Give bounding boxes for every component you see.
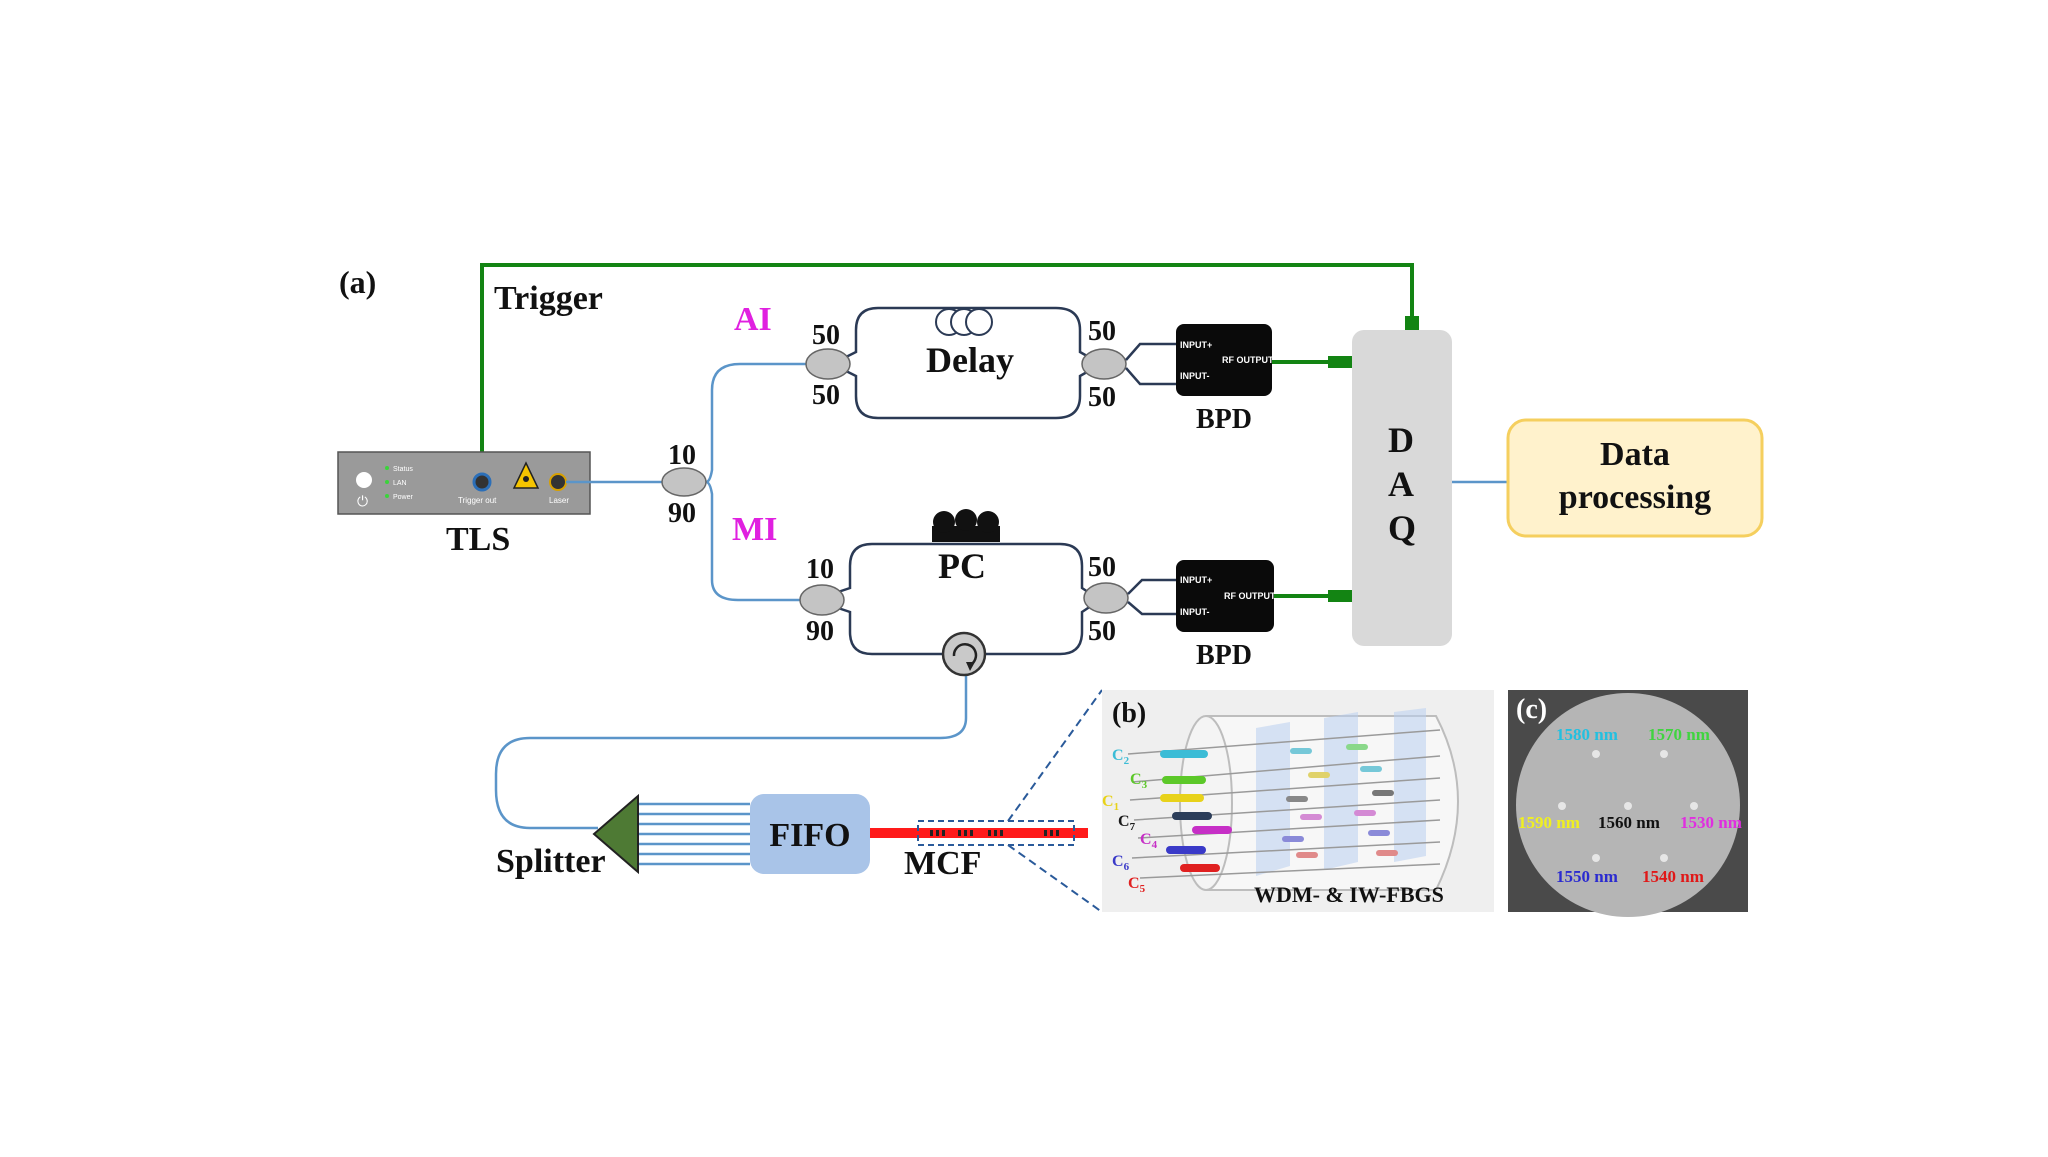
wavelength-1570: 1570 nm [1648, 725, 1710, 744]
mi-in-bottom-ratio: 90 [806, 616, 834, 647]
delay-label: Delay [926, 340, 1014, 380]
wavelength-1580: 1580 nm [1556, 725, 1618, 744]
ai-out-top-ratio: 50 [1088, 316, 1116, 347]
data-processing-line2: processing [1559, 479, 1711, 516]
daq-letter-q: Q [1388, 508, 1416, 548]
ai-in-top-ratio: 50 [812, 320, 840, 351]
mi-in-top-ratio: 10 [806, 554, 834, 585]
tls-trigger-out-text: Trigger out [458, 496, 497, 505]
bpd-bottom-input-plus: INPUT+ [1180, 575, 1212, 585]
grating-plane-1 [1256, 722, 1290, 876]
inset-c: (c) 1580 nm 1570 nm 1590 nm 1560 nm 1530… [1508, 690, 1748, 917]
wavelength-1530: 1530 nm [1680, 813, 1742, 832]
tls-instrument: ⏻ Status LAN Power Trigger out Laser [337, 451, 591, 515]
panel-label-a: (a) [339, 264, 376, 300]
mcf-label: MCF [904, 845, 981, 882]
mcf-fiber [870, 828, 1088, 838]
bpd-bottom: INPUT+ INPUT- RF OUTPUT [1176, 560, 1276, 632]
core-label-c6: C6 [1112, 853, 1130, 873]
core-dots [1558, 750, 1698, 862]
data-processing-line1: Data [1600, 436, 1670, 473]
bpd-bottom-input-minus: INPUT- [1180, 607, 1210, 617]
trigger-label: Trigger [494, 280, 603, 317]
bpd-top: INPUT+ INPUT- RF OUTPUT [1176, 324, 1274, 396]
delay-coil-icon [935, 308, 993, 336]
wavelength-1550: 1550 nm [1556, 867, 1618, 886]
tls-power-text: Power [393, 494, 414, 501]
ai-input-coupler [805, 348, 851, 380]
circulator-icon [941, 631, 987, 677]
splitter-triangle [592, 793, 639, 875]
inset-b-gratings [1160, 744, 1398, 872]
ai-in-bottom-ratio: 50 [812, 380, 840, 411]
daq-letter-d: D [1388, 420, 1414, 460]
inset-b-caption: WDM- & IW-FBGS [1254, 882, 1444, 907]
mi-out-bottom-ratio: 50 [1088, 616, 1116, 647]
mi-out-top-ratio: 50 [1088, 552, 1116, 583]
core-label-c7: C7 [1118, 813, 1136, 833]
grating-plane-3 [1394, 708, 1426, 862]
splitter-label: Splitter [496, 843, 606, 880]
data-processing-box [1506, 418, 1764, 538]
tls-power-indicator [356, 472, 372, 488]
ai-output-coupler [1081, 348, 1127, 380]
bpd-bottom-rf-output: RF OUTPUT [1224, 591, 1276, 601]
main-coupler-bottom-ratio: 90 [668, 498, 696, 529]
bpd-top-rf-output: RF OUTPUT [1222, 355, 1274, 365]
tls-laser-text: Laser [549, 496, 569, 505]
tls-label: TLS [446, 521, 510, 558]
core-label-c5: C5 [1128, 875, 1146, 895]
trigger-out-port [472, 472, 492, 492]
ai-out-bottom-ratio: 50 [1088, 382, 1116, 413]
mi-label: MI [732, 511, 777, 548]
core-label-c4: C4 [1140, 831, 1158, 851]
mcf-grating-marks [930, 830, 1059, 836]
wavelength-1540: 1540 nm [1642, 867, 1704, 886]
daq-box [1352, 330, 1452, 646]
polarization-controller-icon [932, 509, 1000, 542]
panel-label-c: (c) [1516, 694, 1547, 725]
fifo-box [750, 794, 870, 874]
trigger-line [480, 263, 1414, 489]
bpd-bottom-label: BPD [1196, 640, 1252, 671]
bpd-top-input-plus: INPUT+ [1180, 340, 1212, 350]
ai-label: AI [734, 301, 772, 338]
power-icon: ⏻ [357, 493, 368, 509]
bpd-top-connector [1328, 356, 1352, 368]
bpd-bottom-connector [1328, 590, 1352, 602]
wavelength-1590: 1590 nm [1518, 813, 1580, 832]
main-coupler [661, 467, 707, 497]
laser-warning-icon [512, 461, 540, 489]
ai-loop [839, 306, 1095, 420]
main-coupler-top-ratio: 10 [668, 440, 696, 471]
bpd-top-input-minus: INPUT- [1180, 371, 1210, 381]
fiber-paths [494, 362, 1508, 830]
mi-output-coupler [1083, 582, 1129, 614]
wavelength-1560: 1560 nm [1598, 813, 1660, 832]
bpd-top-label: BPD [1196, 404, 1252, 435]
tls-status-text: Status [393, 466, 413, 473]
daq-letter-a: A [1388, 464, 1414, 504]
core-label-c3: C3 [1130, 771, 1148, 791]
tls-lan-text: LAN [393, 480, 407, 487]
fan-out-fibers [636, 802, 750, 866]
panel-label-b: (b) [1112, 698, 1146, 729]
mi-input-coupler [799, 584, 845, 616]
inset-b: (b) [1102, 690, 1494, 912]
core-label-c2: C2 [1112, 747, 1130, 767]
fifo-label: FIFO [769, 817, 850, 854]
laser-port [549, 473, 567, 491]
grating-plane-2 [1324, 712, 1358, 870]
core-label-c1: C1 [1102, 793, 1119, 813]
pc-label: PC [938, 546, 986, 586]
